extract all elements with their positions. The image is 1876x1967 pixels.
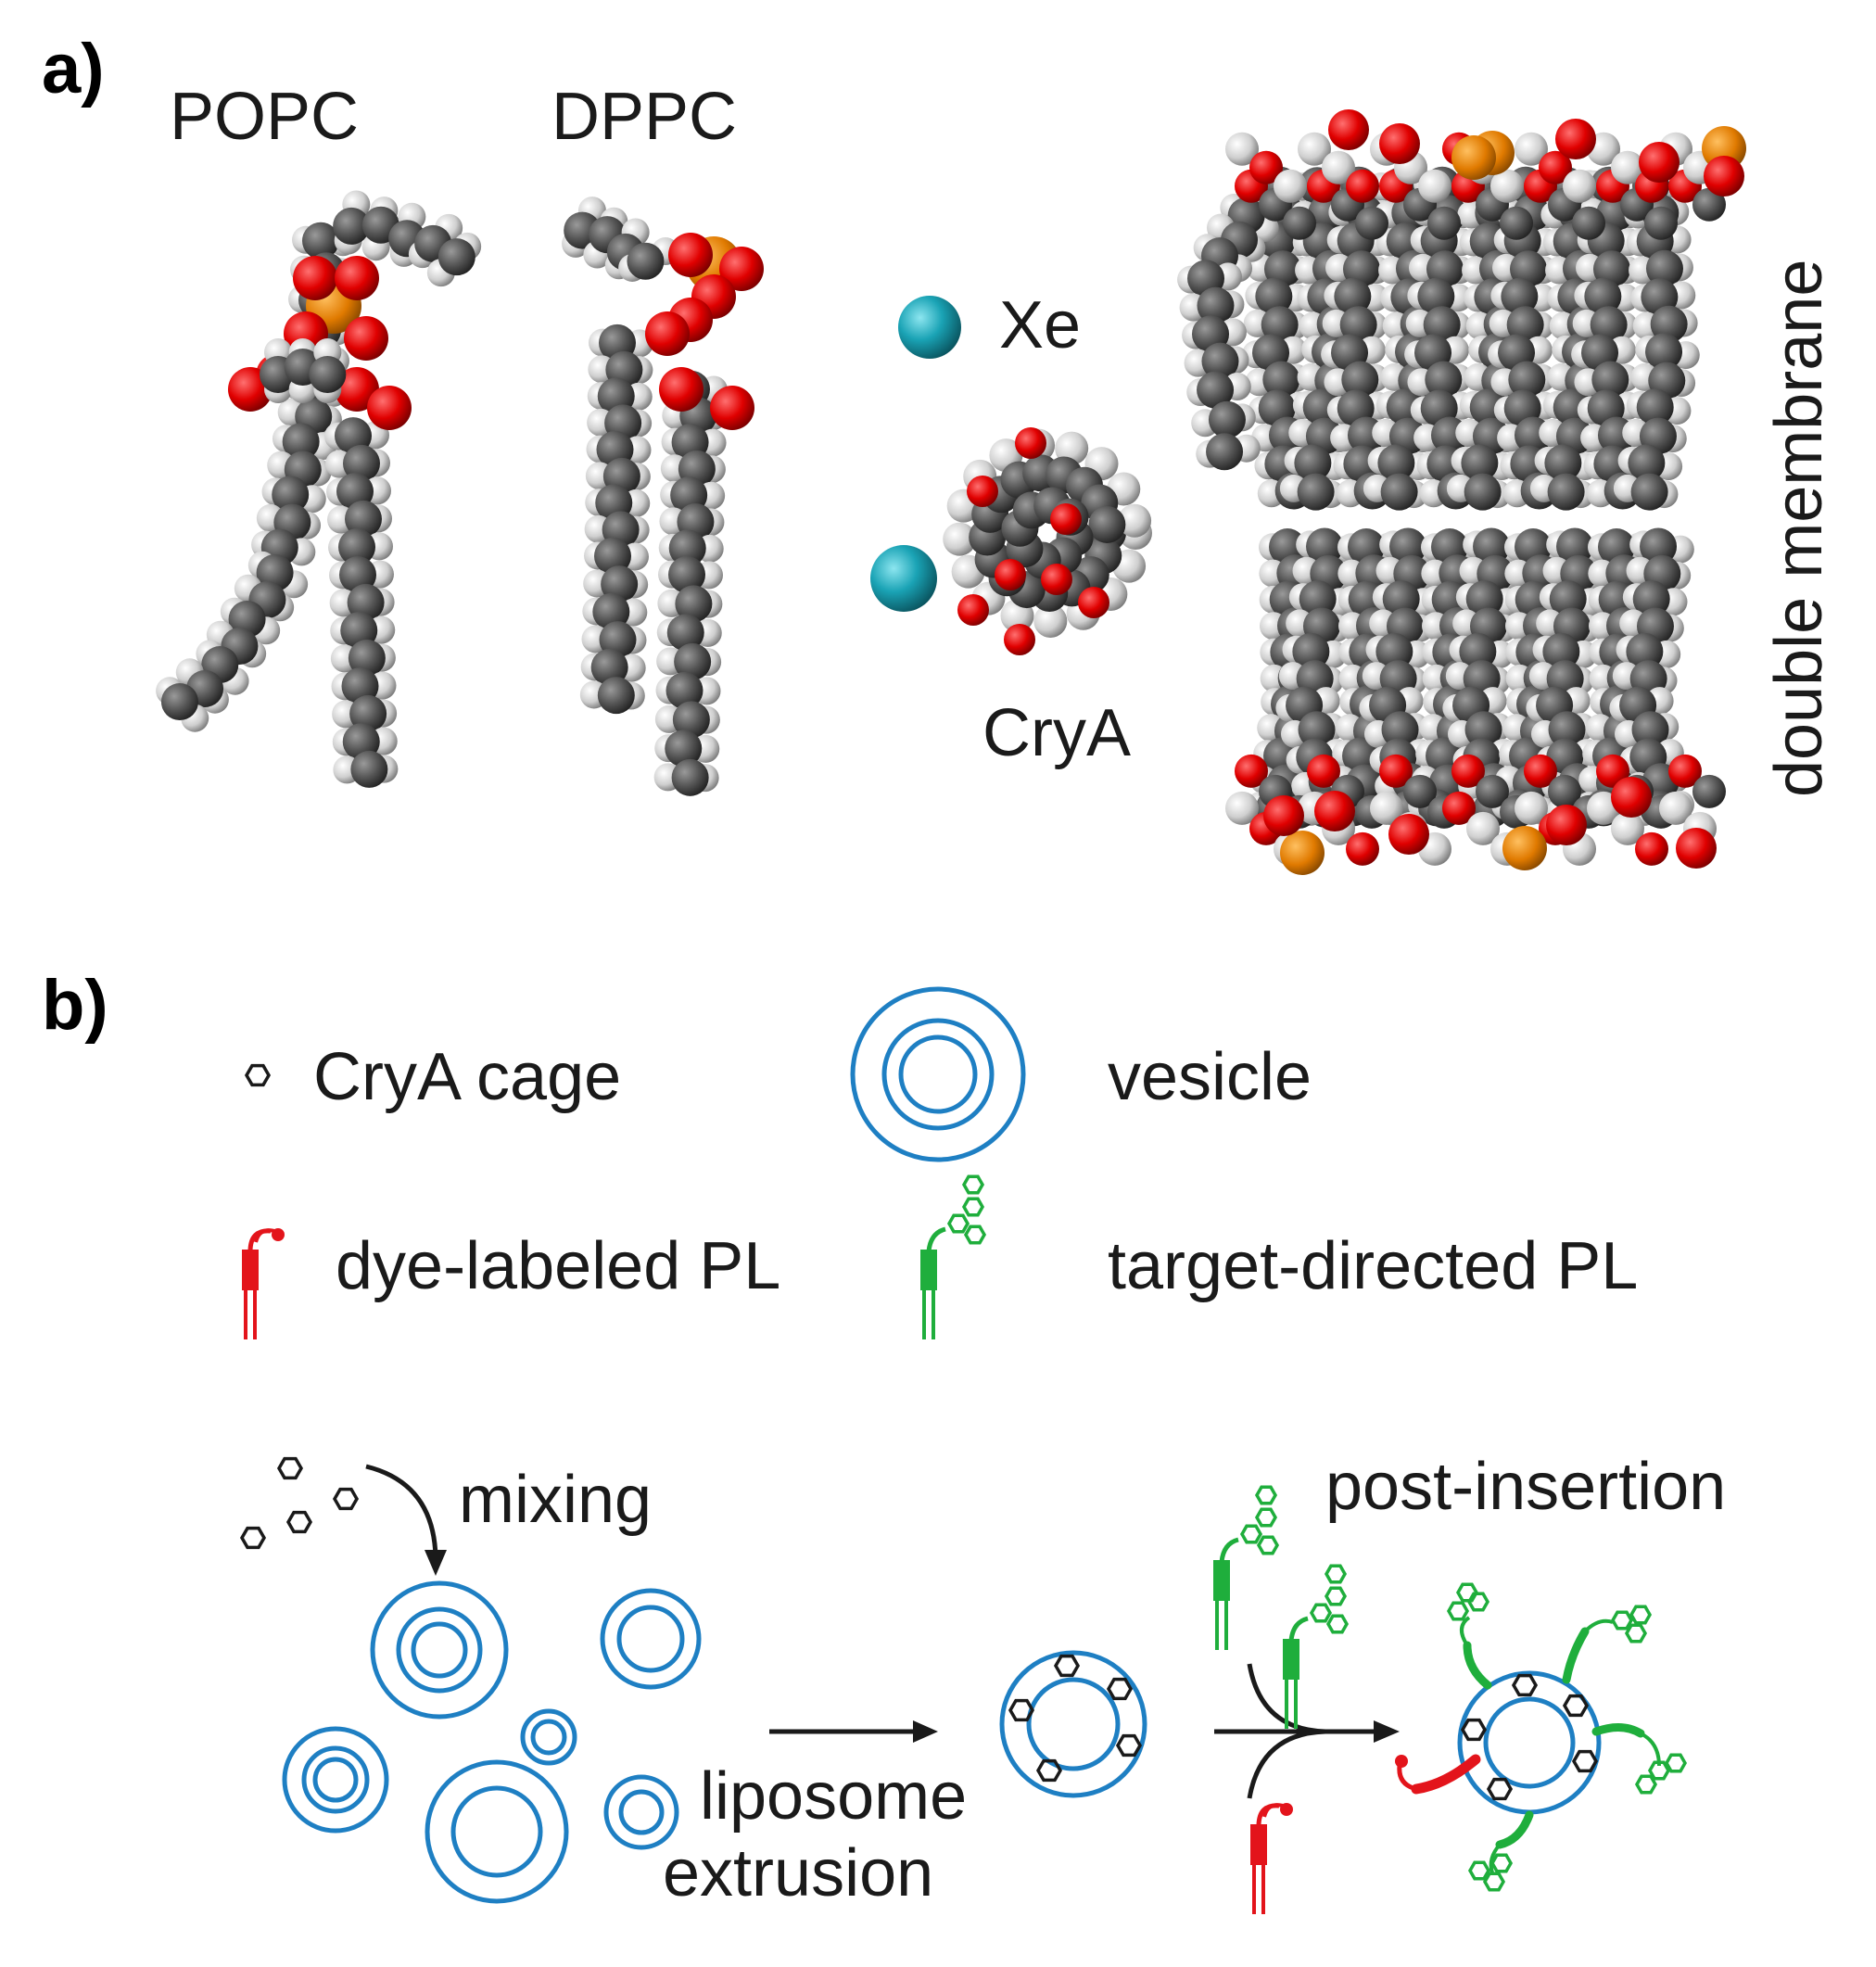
vesicle-ring — [396, 1606, 483, 1694]
incoming-target-pl-1 — [1213, 1487, 1277, 1650]
extrusion-label: extrusion — [663, 1836, 933, 1910]
post-insertion-curve-bottom — [1247, 1729, 1326, 1799]
mixing-arrow — [365, 1464, 438, 1558]
double-membrane-label: double membrane — [1762, 260, 1836, 797]
popc-molecule — [156, 190, 482, 788]
incoming-target-pl-2 — [1283, 1566, 1347, 1729]
vesicle-ring — [603, 1774, 679, 1850]
free-cages — [240, 1456, 359, 1550]
legend-dye-pl-label: dye-labeled PL — [336, 1229, 780, 1303]
vesicle-ring — [530, 1719, 567, 1756]
crya-label: CryA — [982, 696, 1131, 770]
incoming-dye-pl — [1250, 1803, 1293, 1914]
post-insertion-curve-top — [1247, 1663, 1326, 1734]
mixing-arrowhead — [425, 1550, 447, 1576]
vesicle-ring — [370, 1580, 509, 1720]
panel-a-label: a) — [42, 30, 105, 108]
liposome-label: liposome — [700, 1759, 967, 1834]
vesicle-ring — [301, 1745, 370, 1814]
extrusion-arrowhead — [913, 1720, 938, 1743]
vesicle-ring — [616, 1605, 685, 1673]
double-membrane-model — [1177, 109, 1746, 875]
vesicle-ring — [312, 1757, 359, 1803]
cage-legend-icon — [245, 1063, 271, 1087]
legend-vesicle-label: vesicle — [1108, 1040, 1312, 1114]
mixing-label: mixing — [459, 1463, 652, 1537]
cage-loaded-liposome — [999, 1650, 1147, 1798]
post-insertion-label: post-insertion — [1325, 1450, 1726, 1524]
crya-xe-atom — [870, 545, 937, 612]
vesicle-legend-icon — [850, 986, 1026, 1162]
vesicle-ring — [450, 1785, 543, 1878]
target-pl-legend-icon — [920, 1176, 984, 1339]
xe-label: Xe — [999, 288, 1081, 362]
vesicle-ring — [520, 1708, 577, 1766]
multilamellar-vesicles — [282, 1580, 702, 1904]
popc-label: POPC — [170, 80, 359, 154]
dppc-label: DPPC — [551, 80, 737, 154]
xe-atom — [898, 296, 961, 359]
vesicle-ring — [600, 1588, 702, 1690]
vesicle-ring — [411, 1621, 468, 1679]
legend-cage-label: CryA cage — [313, 1040, 621, 1114]
vesicle-ring — [618, 1789, 665, 1835]
crya-molecule — [943, 427, 1152, 655]
legend-target-pl-label: target-directed PL — [1108, 1229, 1638, 1303]
vesicle-ring — [282, 1726, 389, 1834]
dppc-molecule — [562, 197, 764, 796]
dye-pl-legend-icon — [242, 1228, 285, 1339]
functionalized-liposome — [1395, 1582, 1687, 1892]
panel-b-label: b) — [42, 966, 108, 1045]
post-insertion-arrowhead — [1374, 1720, 1400, 1743]
vesicle-ring — [425, 1759, 569, 1904]
